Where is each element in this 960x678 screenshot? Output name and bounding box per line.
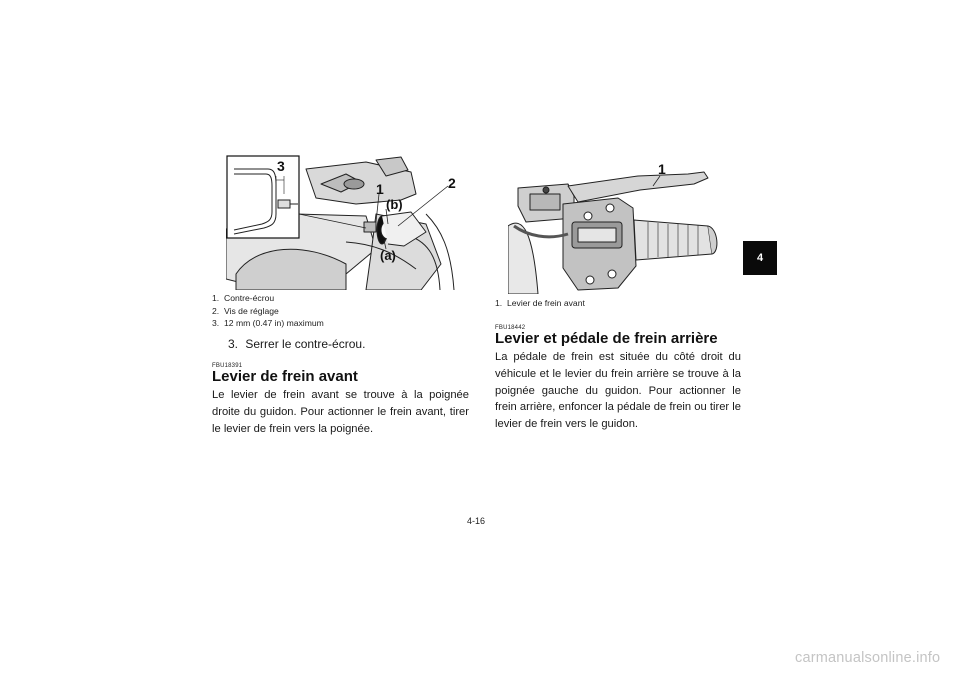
step-number: 3.	[228, 337, 239, 351]
brake-lever-adjustment-illustration: 3 1 2 (b) (a)	[226, 154, 470, 290]
callout-1: 1	[376, 181, 384, 197]
caption-text: Contre-écrou	[224, 293, 275, 303]
section-title: Levier de frein avant	[212, 368, 358, 385]
callout-3: 3	[277, 158, 285, 174]
watermark: carmanualsonline.info	[795, 650, 941, 666]
caption-text: Levier de frein avant	[507, 298, 585, 308]
page-number: 4-16	[467, 516, 486, 526]
section-code: FBU18391	[212, 363, 243, 369]
callout-1: 1	[658, 161, 666, 177]
caption-number: 3.	[212, 318, 220, 328]
caption-number: 1.	[212, 293, 220, 303]
step-text: Serrer le contre-écrou.	[245, 337, 366, 351]
section-body: La pédale de frein est située du côté dr…	[495, 351, 741, 431]
caption-item: 3. 12 mm (0.47 in) maximum	[212, 317, 472, 330]
section-body: Le levier de frein avant se trouve à la …	[212, 389, 469, 435]
callout-a: (a)	[380, 248, 396, 263]
right-figure-caption: 1. Levier de frein avant	[495, 297, 745, 310]
section-code: FBU18442	[495, 325, 526, 331]
caption-number: 1.	[495, 298, 503, 308]
caption-item: 1. Contre-écrou	[212, 292, 472, 305]
caption-text: Vis de réglage	[224, 305, 279, 316]
left-figure-caption: 1. Contre-écrou 2. Vis de réglage 3. 12 …	[212, 292, 472, 330]
caption-item: 2. Vis de réglage	[212, 305, 472, 318]
callout-b: (b)	[386, 197, 403, 212]
chapter-tab: 4	[743, 241, 777, 275]
callout-2: 2	[448, 175, 456, 191]
caption-text: 12 mm (0.47 in) maximum	[224, 318, 324, 328]
caption-item: 1. Levier de frein avant	[495, 297, 745, 310]
left-figure-drawing: 3 1 2 (b) (a)	[226, 155, 456, 290]
front-brake-lever-illustration: 1	[508, 156, 734, 294]
right-figure-drawing: 1	[508, 161, 718, 294]
procedure-step: 3. Serrer le contre-écrou.	[228, 337, 365, 351]
section-title: Levier et pédale de frein arrière	[495, 330, 718, 347]
caption-number: 2.	[212, 305, 220, 316]
